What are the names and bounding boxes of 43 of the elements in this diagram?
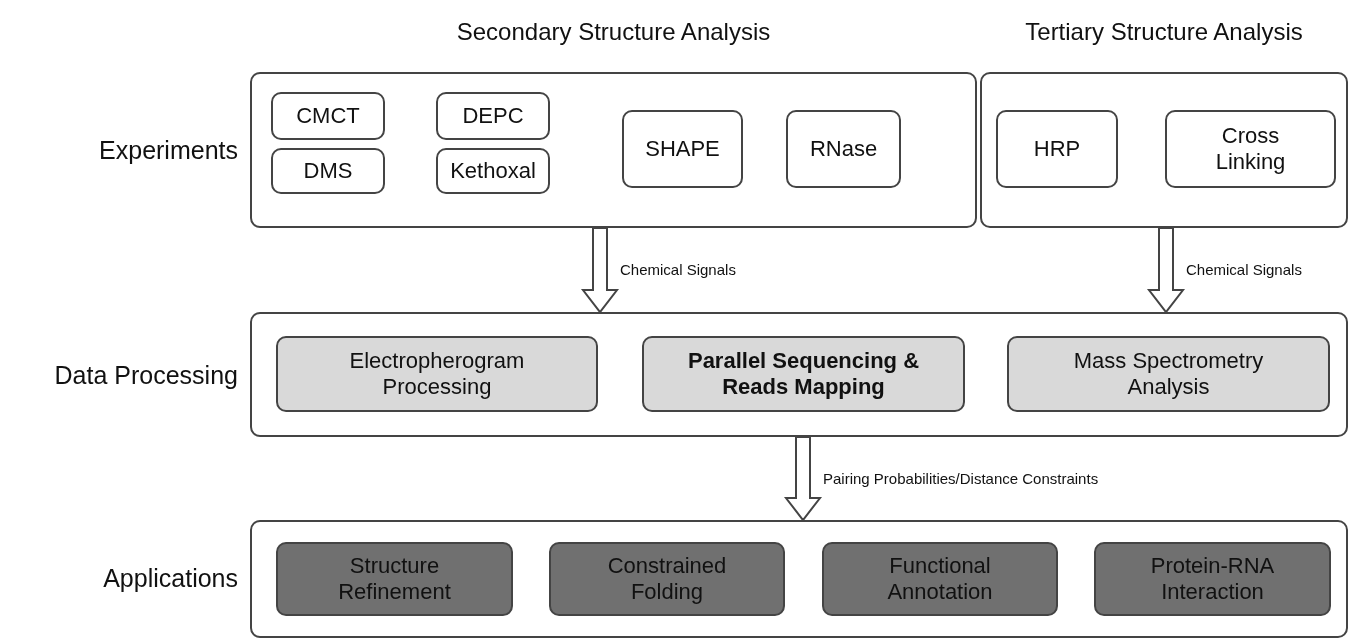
application-box bbox=[276, 542, 513, 616]
box-label: DMS bbox=[303, 157, 353, 185]
box-label: Cross Linking bbox=[1214, 122, 1287, 176]
method-box bbox=[271, 92, 385, 140]
hollow-arrow bbox=[783, 436, 823, 522]
box-label: Functional Annotation bbox=[886, 552, 994, 606]
method-box bbox=[1165, 110, 1336, 188]
application-box bbox=[822, 542, 1058, 616]
method-box bbox=[436, 148, 550, 194]
hollow-arrow bbox=[1146, 227, 1186, 314]
box-label: Constrained Folding bbox=[606, 552, 728, 606]
row-label: Applications bbox=[103, 564, 238, 593]
method-box bbox=[436, 92, 550, 140]
stage-panel bbox=[250, 312, 1348, 437]
box-label: RNase bbox=[809, 135, 878, 163]
edge-label: Chemical Signals bbox=[1186, 261, 1302, 278]
process-box bbox=[1007, 336, 1330, 412]
application-box bbox=[1094, 542, 1331, 616]
box-label: Structure Refinement bbox=[337, 552, 452, 606]
hollow-arrow bbox=[580, 227, 620, 314]
method-box bbox=[996, 110, 1118, 188]
stage-panel bbox=[250, 520, 1348, 638]
edge-label: Pairing Probabilities/Distance Constraints bbox=[823, 469, 1099, 487]
box-label: Kethoxal bbox=[450, 157, 536, 185]
method-box bbox=[786, 110, 901, 188]
box-label: Mass Spectrometry Analysis bbox=[1072, 347, 1265, 401]
box-label: Electropherogram Processing bbox=[348, 347, 526, 401]
box-label: DEPC bbox=[462, 102, 524, 130]
method-box bbox=[271, 148, 385, 194]
box-label: Protein-RNA Interaction bbox=[1149, 552, 1276, 606]
process-box bbox=[276, 336, 598, 412]
box-label: HRP bbox=[1033, 135, 1081, 163]
box-label: Parallel Sequencing & Reads Mapping bbox=[686, 347, 921, 401]
process-box bbox=[642, 336, 965, 412]
section-heading: Tertiary Structure Analysis bbox=[1025, 18, 1303, 46]
box-label: SHAPE bbox=[645, 135, 720, 163]
row-label: Experiments bbox=[99, 136, 238, 165]
section-heading: Secondary Structure Analysis bbox=[456, 18, 771, 46]
edge-label: Chemical Signals bbox=[620, 261, 736, 278]
method-box bbox=[622, 110, 743, 188]
box-label: CMCT bbox=[296, 102, 360, 130]
application-box bbox=[549, 542, 785, 616]
row-label: Data Processing bbox=[54, 361, 238, 390]
